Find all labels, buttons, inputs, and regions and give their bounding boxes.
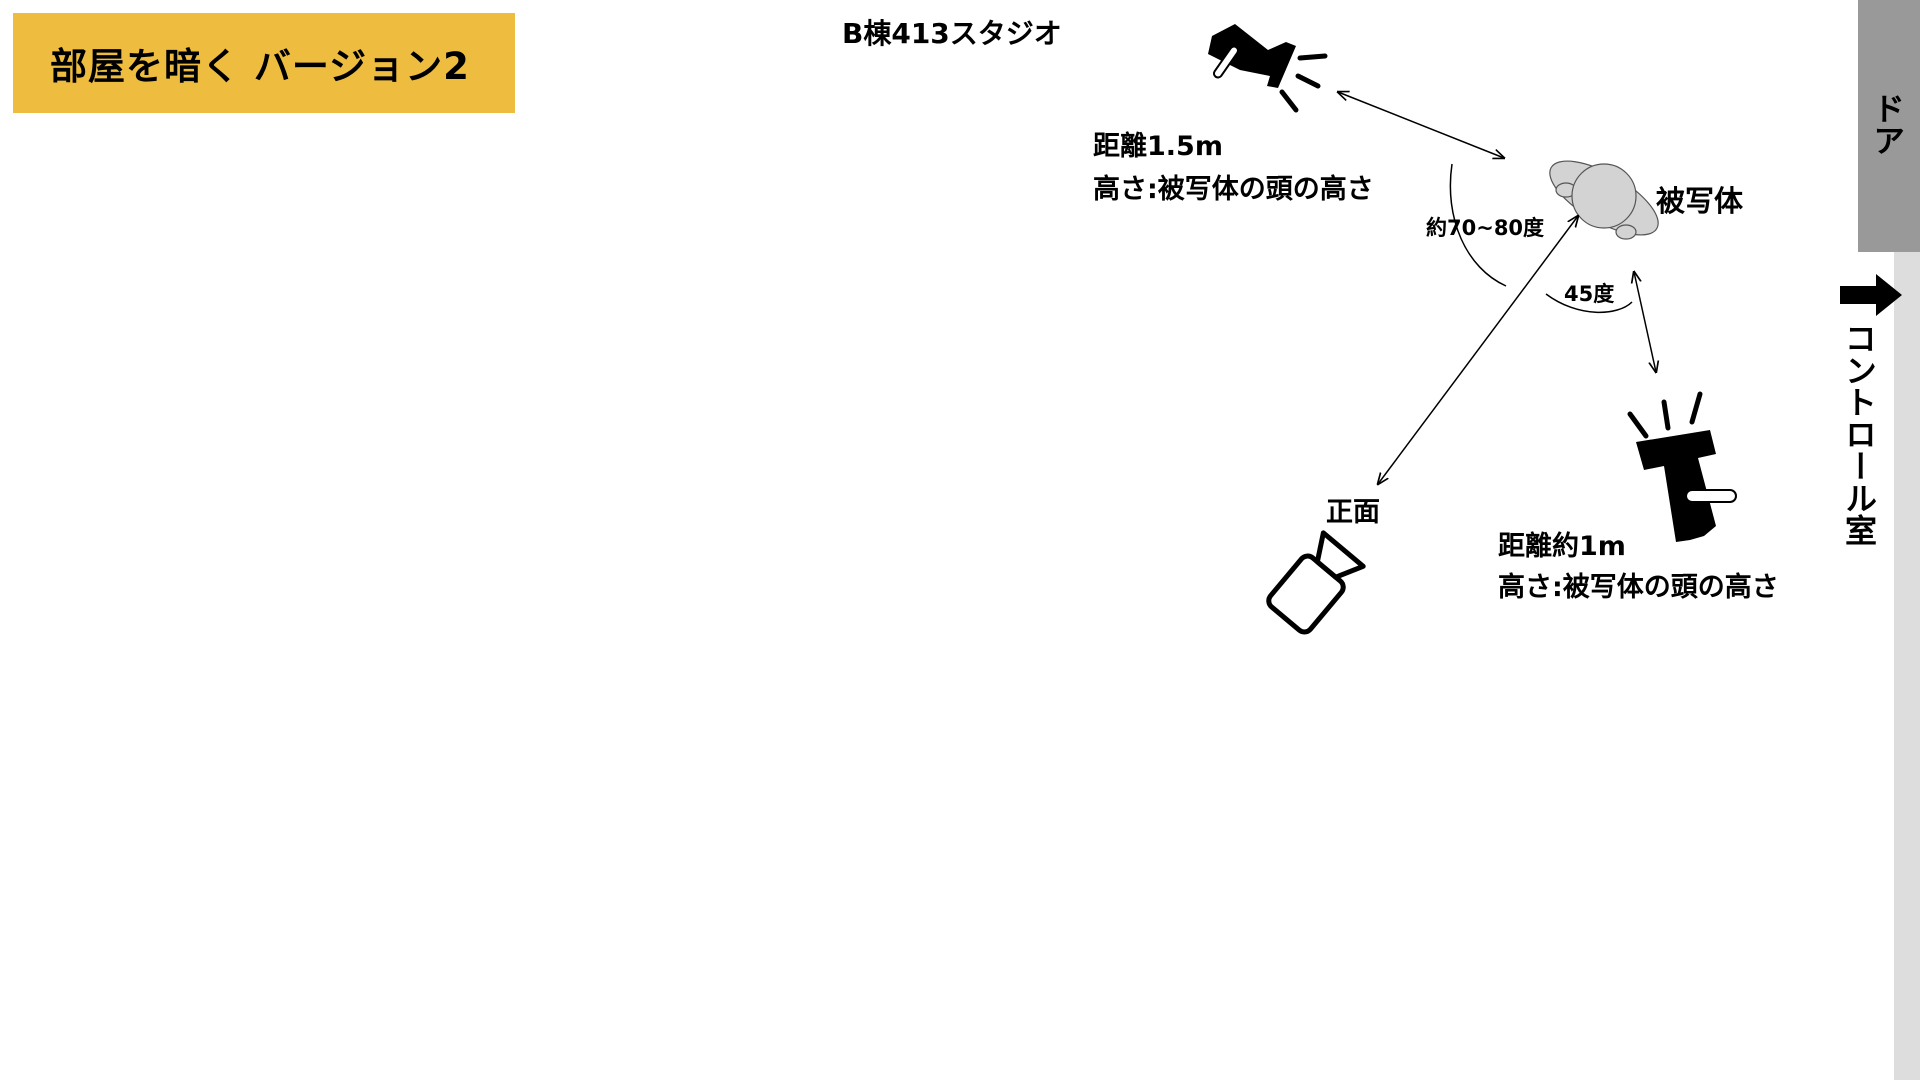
control-room-wall — [1894, 252, 1920, 1080]
camera-distance-arrow — [1378, 216, 1578, 484]
key-light-distance-label: 距離1.5m — [1093, 131, 1223, 162]
key-light-distance-arrow — [1338, 92, 1504, 158]
page-title: 部屋を暗く バージョン2 — [50, 45, 470, 88]
door-panel — [1858, 0, 1920, 252]
subject-top-view-icon — [1549, 160, 1659, 240]
studio-label: B棟413スタジオ — [842, 17, 1062, 50]
camera-label: 正面 — [1326, 497, 1380, 528]
key-light-spotlight-icon — [1208, 24, 1328, 113]
wide-angle-arc — [1449, 163, 1507, 287]
angle-45-label: 45度 — [1564, 282, 1615, 306]
title-banner: 部屋を暗く バージョン2 — [13, 13, 515, 113]
control-room-label: コントロール室 — [1840, 322, 1878, 546]
fill-light-height-label: 高さ:被写体の頭の高さ — [1498, 572, 1779, 603]
subject-label: 被写体 — [1656, 184, 1744, 218]
fill-light-spotlight-icon — [1627, 391, 1737, 542]
wide-angle-label: 約70~80度 — [1426, 216, 1545, 240]
key-light-height-label: 高さ:被写体の頭の高さ — [1093, 174, 1374, 205]
fill-light-distance-label: 距離約1m — [1498, 531, 1626, 562]
angle-45-arc — [1545, 293, 1633, 313]
camera-icon — [1266, 530, 1366, 635]
door-label: ドア — [1868, 92, 1906, 156]
arrow-right-icon — [1840, 274, 1902, 316]
fill-light-distance-arrow — [1634, 272, 1656, 372]
